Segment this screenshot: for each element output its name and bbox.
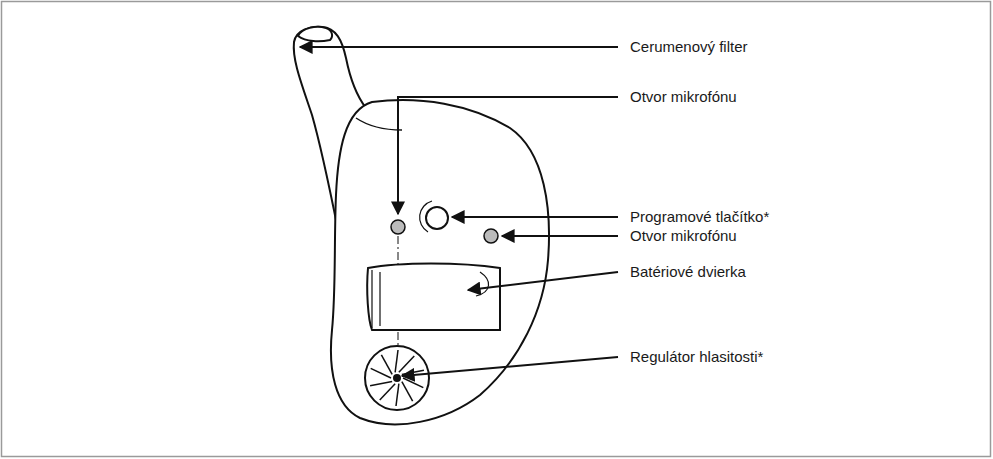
battery-door-hinge [372, 270, 380, 328]
leader-arrow [502, 235, 618, 237]
wheel-spoke [403, 378, 423, 388]
leader-arrow [452, 216, 618, 218]
wheel-spoke [395, 350, 398, 372]
program-button-ring [420, 201, 432, 232]
wheel-spoke [396, 384, 399, 406]
part-label: Cerumenový filter [630, 38, 748, 56]
leader-arrow [398, 97, 618, 214]
leader-arrows [300, 47, 618, 376]
leader-arrow [468, 272, 618, 290]
hearing-aid-shell [294, 27, 549, 424]
microphone-hole [391, 220, 405, 234]
wheel-spoke [399, 356, 414, 372]
wheel-spoke [371, 368, 391, 378]
microphone-hole [484, 229, 498, 243]
part-label: Batériové dvierka [630, 263, 746, 281]
shell-seam [356, 118, 402, 130]
wheel-spoke [380, 384, 395, 400]
wheel-spoke [381, 355, 392, 375]
volume-wheel [365, 346, 429, 410]
leader-arrow [300, 46, 618, 48]
part-label: Regulátor hlasitosti* [630, 348, 763, 366]
part-label: Otvor mikrofónu [630, 88, 737, 106]
wheel-spoke [370, 382, 392, 386]
part-label: Otvor mikrofónu [630, 227, 737, 245]
wheel-spoke [402, 382, 413, 402]
program-button [426, 207, 448, 229]
part-label: Programové tlačítko* [630, 208, 769, 226]
battery-door-opening-mark [476, 272, 489, 296]
battery-door [367, 264, 500, 331]
leader-arrow [402, 357, 618, 376]
